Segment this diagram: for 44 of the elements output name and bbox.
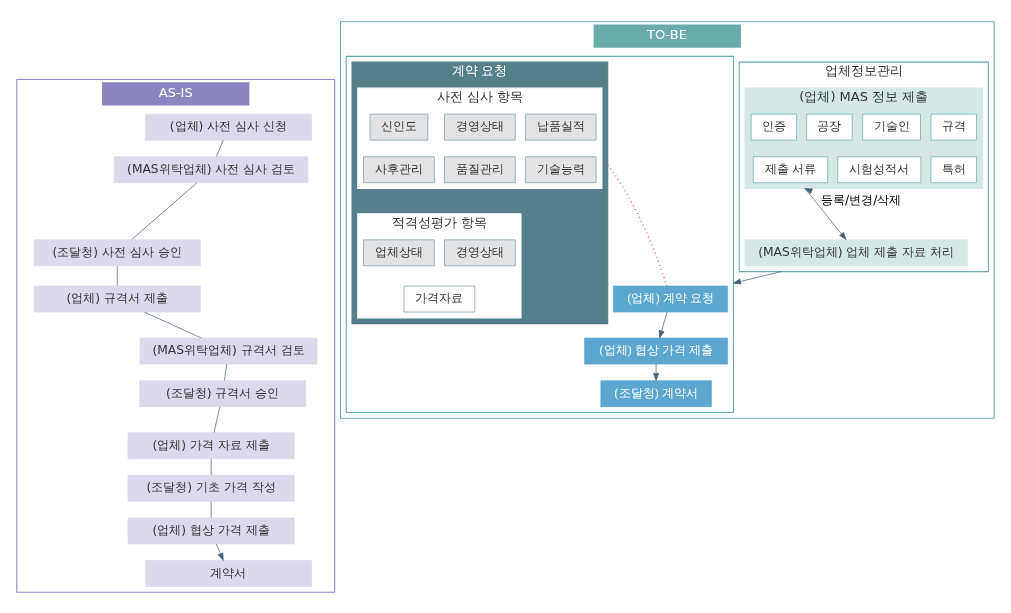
- arrow: [653, 363, 659, 381]
- node-box: (업체) 가격 자료 제출: [127, 431, 295, 459]
- node-box: 기술능력: [525, 155, 597, 183]
- node-box: 공장: [806, 113, 853, 140]
- cluster: [345, 55, 734, 413]
- node-box: 특허: [930, 155, 977, 183]
- connector: [607, 163, 668, 287]
- connector: [216, 139, 224, 157]
- node-box: 경영상태: [444, 238, 516, 266]
- node-box: (조달청) 규격서 승인: [139, 379, 307, 407]
- node-box: 납품실적: [525, 113, 597, 140]
- connector: [131, 182, 198, 240]
- node-box: 사후관리: [363, 155, 435, 183]
- node-box: (MAS위탁업체) 사전 심사 검토: [114, 155, 309, 183]
- edge-label: 등록/변경/삭제: [821, 192, 902, 207]
- node-box: 제출 서류: [752, 155, 829, 183]
- node-box: 신인도: [369, 113, 429, 140]
- node-box: 계약서: [145, 559, 312, 587]
- node-box: 인증: [750, 113, 797, 140]
- connector: [116, 265, 118, 286]
- node-box: (조달청) 계약서: [600, 379, 712, 407]
- arrow: [804, 187, 847, 240]
- node-box: (MAS위탁업체) 업체 제출 자료 처리: [744, 238, 968, 266]
- arrow: [733, 270, 782, 284]
- node-box: (조달청) 사전 심사 승인: [33, 238, 201, 266]
- node-box: (업체) 협상 가격 제출: [584, 337, 728, 364]
- connector: [224, 363, 228, 381]
- node-box: 업체상태: [363, 238, 435, 266]
- node-box: (업체) 계약 요청: [613, 285, 728, 312]
- node-box: 기술인: [862, 113, 921, 140]
- arrow: [216, 543, 224, 561]
- node-box: (조달청) 기초 가격 작성: [127, 474, 295, 502]
- node-box: (업체) 규격서 제출: [33, 285, 201, 312]
- node-box: 품질관리: [444, 155, 516, 183]
- node-box: 시험성적서: [837, 155, 922, 183]
- node-box: (업체) 협상 가격 제출: [127, 517, 295, 544]
- node-box: (업체) 사전 심사 신청: [145, 113, 312, 140]
- node-box: 경영상태: [444, 113, 516, 140]
- arrow: [658, 311, 668, 338]
- connector: [213, 406, 221, 433]
- connector: [144, 311, 202, 338]
- node-box: (MAS위탁업체) 규격서 검토: [139, 337, 318, 364]
- node-box: 규격: [930, 113, 977, 140]
- node-box: 가격자료: [403, 285, 476, 312]
